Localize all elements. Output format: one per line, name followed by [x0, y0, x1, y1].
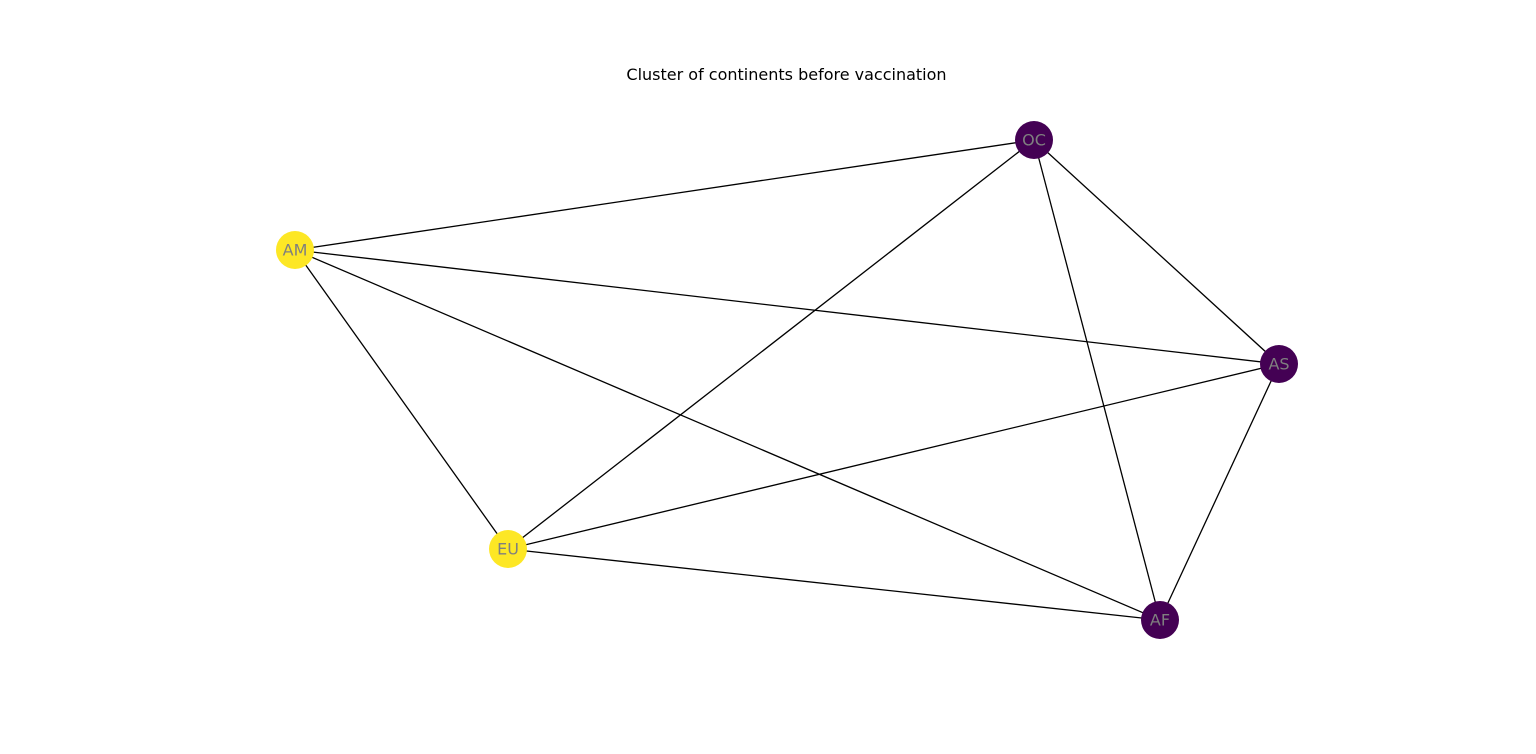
edge-oc-as — [1033, 139, 1280, 365]
edge-layer — [294, 139, 1280, 621]
node-label-am: AM — [283, 241, 308, 260]
node-oc: OC — [1015, 121, 1053, 159]
node-label-as: AS — [1268, 355, 1289, 374]
node-circle-eu — [489, 530, 527, 568]
node-af: AF — [1141, 601, 1179, 639]
node-circle-as — [1260, 345, 1298, 383]
edge-am-as — [294, 249, 1280, 365]
edge-eu-af — [507, 548, 1161, 621]
node-am: AM — [276, 231, 314, 269]
node-circle-af — [1141, 601, 1179, 639]
edge-as-af — [1159, 363, 1280, 621]
edge-oc-af — [1033, 139, 1161, 621]
node-label-oc: OC — [1022, 131, 1046, 150]
edge-am-eu — [294, 249, 509, 550]
node-as: AS — [1260, 345, 1298, 383]
node-label-af: AF — [1150, 611, 1170, 630]
edge-am-oc — [294, 139, 1035, 251]
node-label-eu: EU — [497, 540, 519, 559]
node-circle-am — [276, 231, 314, 269]
diagram-title: Cluster of continents before vaccination — [626, 65, 947, 84]
edge-am-af — [294, 249, 1161, 621]
node-eu: EU — [489, 530, 527, 568]
edge-oc-eu — [507, 139, 1035, 550]
node-layer: OC AM AS EU AF — [276, 121, 1298, 639]
node-circle-oc — [1015, 121, 1053, 159]
edge-as-eu — [507, 363, 1280, 550]
